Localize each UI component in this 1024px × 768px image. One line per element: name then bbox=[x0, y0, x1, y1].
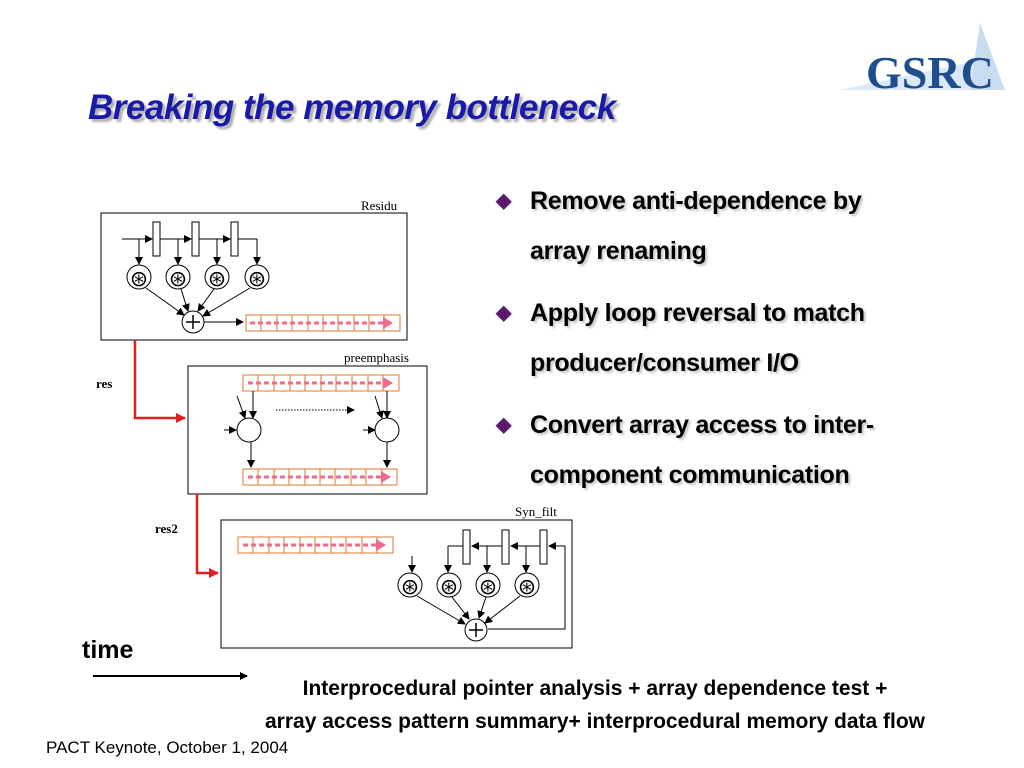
multiplier-node: ⊛ bbox=[204, 264, 230, 292]
res-link-arrow bbox=[133, 340, 186, 423]
process-node bbox=[374, 417, 400, 443]
multiplier-node: ⊛ bbox=[244, 264, 270, 292]
bullet-line: producer/consumer I/O bbox=[530, 349, 799, 377]
slide-title: Breaking the memory bottleneck bbox=[88, 88, 616, 127]
res2-link-arrow bbox=[195, 494, 219, 578]
bullet-line: component communication bbox=[530, 461, 850, 489]
bullet-line: Remove anti-dependence by bbox=[530, 187, 862, 215]
syn-filt-block: ⊛ ⊛ ⊛ ⊛ bbox=[220, 519, 573, 649]
delay-register bbox=[501, 529, 510, 565]
output-array bbox=[242, 468, 398, 486]
diamond-bullet-icon: ◆ bbox=[496, 302, 512, 324]
adder-node bbox=[181, 310, 205, 334]
bullet-item: ◆ Apply loop reversal to match producer/… bbox=[496, 288, 926, 388]
multiplier-node: ⊛ bbox=[165, 264, 191, 292]
multiplier-node: ⊛ bbox=[126, 264, 152, 292]
svg-text:⊛: ⊛ bbox=[248, 267, 266, 292]
syn-filt-label: Syn_filt bbox=[515, 504, 557, 519]
res2-label: res2 bbox=[155, 521, 178, 536]
multiplier-node: ⊛ bbox=[475, 572, 501, 600]
svg-text:⊛: ⊛ bbox=[401, 575, 419, 600]
svg-text:⊛: ⊛ bbox=[130, 267, 148, 292]
preemphasis-label: preemphasis bbox=[344, 350, 409, 365]
input-array bbox=[242, 374, 400, 392]
svg-text:⊛: ⊛ bbox=[440, 575, 458, 600]
preemphasis-block bbox=[187, 365, 428, 495]
residu-block: ⊛ ⊛ ⊛ ⊛ bbox=[100, 212, 408, 341]
analysis-line: Interprocedural pointer analysis + array… bbox=[302, 677, 888, 700]
bullet-item: ◆ Convert array access to inter- compone… bbox=[496, 400, 926, 500]
logo-text: GSRC bbox=[866, 47, 994, 98]
residu-label: Residu bbox=[361, 198, 398, 213]
delay-register bbox=[462, 529, 471, 565]
multiplier-node: ⊛ bbox=[514, 572, 540, 600]
delay-register bbox=[191, 221, 200, 257]
diamond-bullet-icon: ◆ bbox=[496, 414, 512, 436]
time-label: time bbox=[82, 636, 134, 664]
gsrc-logo: GSRC bbox=[840, 23, 1005, 98]
svg-text:⊛: ⊛ bbox=[518, 575, 536, 600]
res-label: res bbox=[96, 376, 112, 391]
adder-node bbox=[464, 618, 488, 642]
svg-text:⊛: ⊛ bbox=[169, 267, 187, 292]
svg-text:⊛: ⊛ bbox=[479, 575, 497, 600]
process-node bbox=[236, 417, 262, 443]
output-array bbox=[245, 314, 401, 332]
svg-text:⊛: ⊛ bbox=[208, 267, 226, 292]
delay-register bbox=[230, 221, 239, 257]
bullet-line: Convert array access to inter- bbox=[530, 411, 874, 439]
bullet-line: Apply loop reversal to match bbox=[530, 299, 865, 327]
delay-register bbox=[152, 221, 161, 257]
diamond-bullet-icon: ◆ bbox=[496, 190, 512, 212]
bullet-list: ◆ Remove anti-dependence by array renami… bbox=[496, 176, 926, 512]
multiplier-node: ⊛ bbox=[397, 572, 423, 600]
delay-register bbox=[539, 529, 548, 565]
multiplier-node: ⊛ bbox=[436, 572, 462, 600]
slide-footer: PACT Keynote, October 1, 2004 bbox=[46, 738, 289, 757]
bullet-item: ◆ Remove anti-dependence by array renami… bbox=[496, 176, 926, 276]
input-array bbox=[237, 536, 394, 554]
bullet-line: array renaming bbox=[530, 237, 707, 265]
analysis-summary: Interprocedural pointer analysis + array… bbox=[200, 672, 990, 738]
analysis-line: array access pattern summary+ interproce… bbox=[264, 710, 926, 733]
